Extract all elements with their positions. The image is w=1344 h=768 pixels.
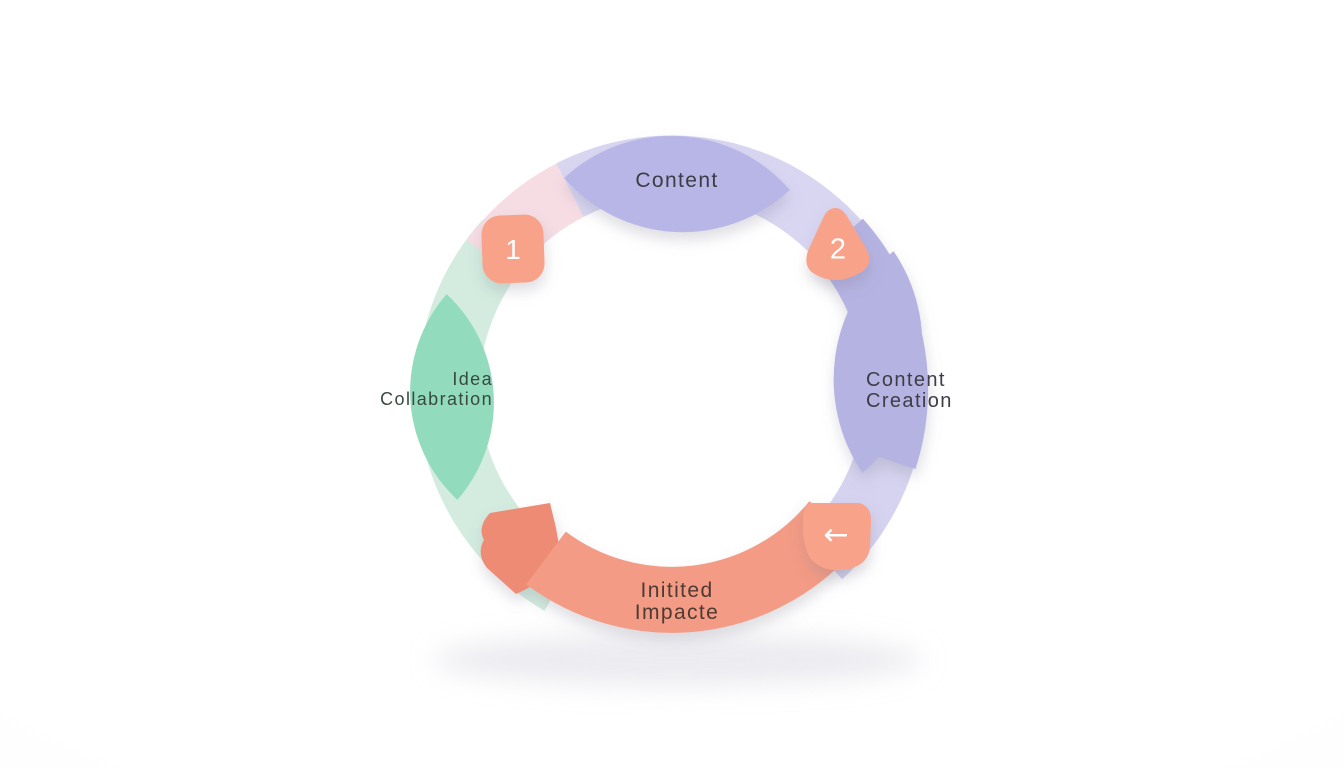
ribbon-tab <box>586 583 771 630</box>
ribbon-banner <box>526 500 861 633</box>
badge-2-shape <box>806 208 870 281</box>
content-lens-shape <box>564 135 790 233</box>
idea-lens-shape <box>410 294 494 500</box>
arrow-badge-shape <box>802 503 871 571</box>
ground-shadow <box>433 634 923 686</box>
creation-leaf-shape <box>833 251 923 473</box>
badge-1-shape <box>481 214 545 284</box>
